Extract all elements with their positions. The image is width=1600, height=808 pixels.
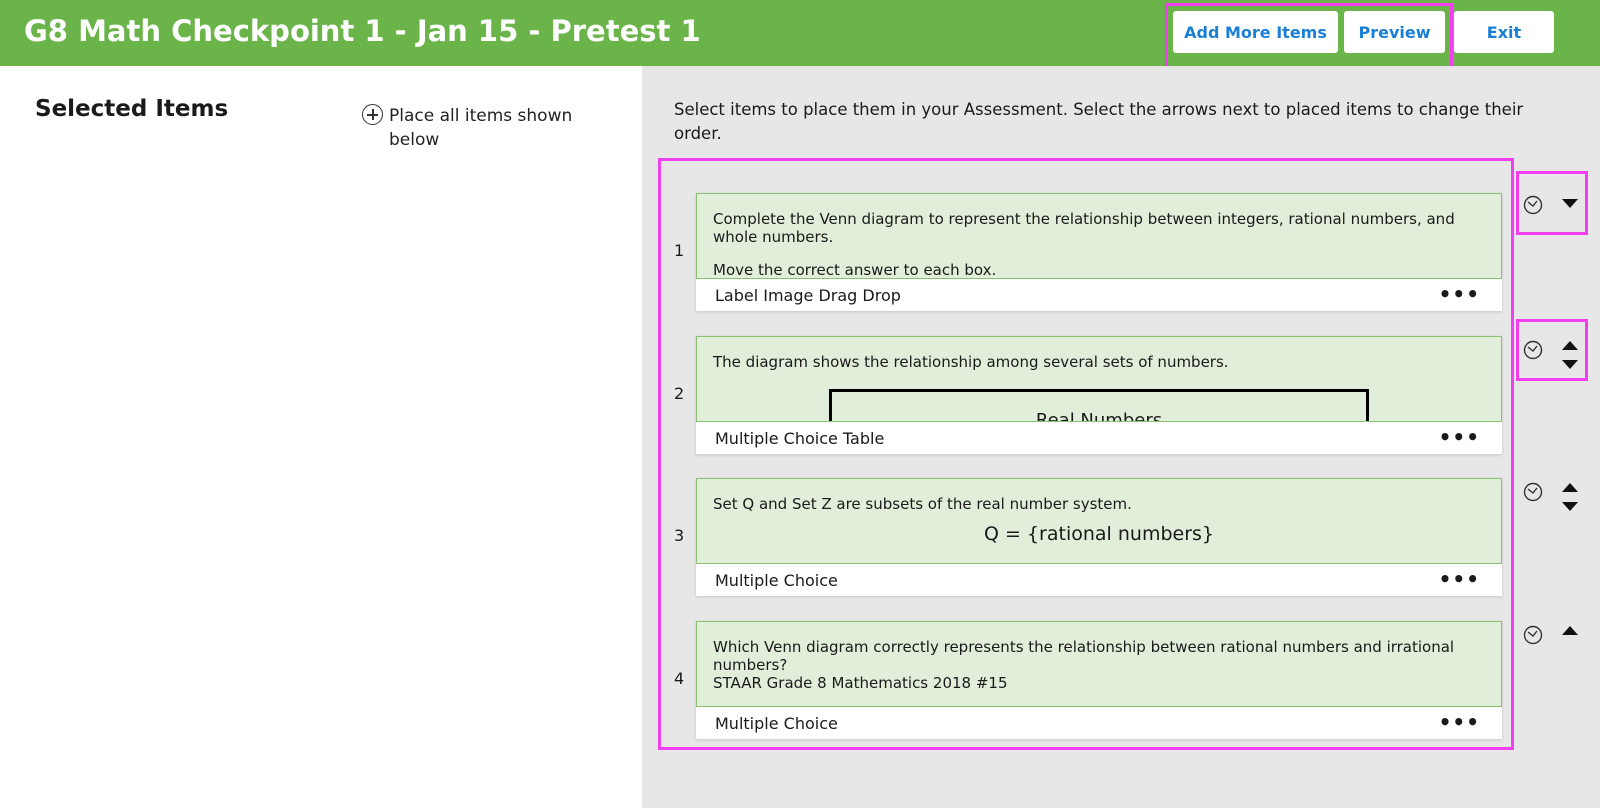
item-card-2[interactable]: The diagram shows the relationship among… — [696, 336, 1502, 454]
item-preview[interactable]: Complete the Venn diagram to represent t… — [696, 193, 1502, 279]
place-all-items-button[interactable]: Place all items shown below — [362, 104, 579, 152]
timer-icon[interactable] — [1522, 194, 1544, 216]
timer-icon[interactable] — [1522, 481, 1544, 503]
item-source-text: STAAR Grade 8 Mathematics 2018 #15 — [713, 674, 1008, 692]
item-question-text: Complete the Venn diagram to represent t… — [713, 210, 1455, 246]
plus-circle-icon — [362, 104, 383, 125]
item-question-text: Set Q and Set Z are subsets of the real … — [713, 495, 1132, 513]
more-options-icon[interactable]: ••• — [1438, 567, 1480, 591]
item-controls-highlight — [1516, 319, 1588, 381]
item-type-label: Label Image Drag Drop — [715, 285, 901, 305]
item-type-label: Multiple Choice — [715, 713, 838, 733]
header-bar: G8 Math Checkpoint 1 - Jan 15 - Pretest … — [0, 0, 1600, 69]
item-card-3[interactable]: Set Q and Set Z are subsets of the real … — [696, 478, 1502, 596]
move-down-arrow-icon[interactable] — [1562, 360, 1578, 369]
item-preview[interactable]: The diagram shows the relationship among… — [696, 336, 1502, 422]
move-down-arrow-icon[interactable] — [1562, 502, 1578, 511]
item-type-label: Multiple Choice Table — [715, 428, 885, 448]
move-up-arrow-icon[interactable] — [1562, 483, 1578, 492]
item-question-text: Move the correct answer to each box. — [713, 261, 997, 279]
item-preview[interactable]: Which Venn diagram correctly represents … — [696, 621, 1502, 707]
item-number: 4 — [674, 669, 685, 688]
item-card-4[interactable]: Which Venn diagram correctly represents … — [696, 621, 1502, 739]
item-controls — [1522, 338, 1588, 378]
timer-icon[interactable] — [1522, 339, 1544, 361]
item-controls — [1522, 193, 1588, 233]
item-type-label: Multiple Choice — [715, 570, 838, 590]
selected-items-panel: Selected Items Place all items shown bel… — [0, 66, 642, 808]
item-card-1[interactable]: Complete the Venn diagram to represent t… — [696, 193, 1502, 311]
item-question-text: Which Venn diagram correctly represents … — [713, 638, 1455, 674]
exit-button[interactable]: Exit — [1454, 11, 1554, 53]
items-list-highlight — [658, 158, 1514, 750]
move-up-arrow-icon[interactable] — [1562, 341, 1578, 350]
item-preview[interactable]: Set Q and Set Z are subsets of the real … — [696, 478, 1502, 564]
assessment-title: G8 Math Checkpoint 1 - Jan 15 - Pretest … — [24, 14, 701, 48]
more-options-icon[interactable]: ••• — [1438, 282, 1480, 306]
item-number: 3 — [674, 526, 685, 545]
item-question-text: The diagram shows the relationship among… — [713, 353, 1229, 371]
item-footer: Multiple Choice ••• — [696, 707, 1502, 739]
item-number: 2 — [674, 384, 685, 403]
more-options-icon[interactable]: ••• — [1438, 710, 1480, 734]
item-controls — [1522, 480, 1588, 520]
selected-items-title: Selected Items — [35, 96, 229, 122]
item-controls-highlight — [1516, 171, 1588, 235]
item-footer: Multiple Choice Table ••• — [696, 422, 1502, 454]
item-math-expression: Q = {rational numbers} — [984, 523, 1214, 545]
item-number: 1 — [674, 241, 685, 260]
add-more-items-button[interactable]: Add More Items — [1173, 11, 1338, 53]
real-numbers-diagram: Real Numbers — [829, 389, 1369, 422]
more-options-icon[interactable]: ••• — [1438, 425, 1480, 449]
diagram-label: Real Numbers — [1035, 410, 1163, 422]
timer-icon[interactable] — [1522, 624, 1544, 646]
item-footer: Label Image Drag Drop ••• — [696, 279, 1502, 311]
item-footer: Multiple Choice ••• — [696, 564, 1502, 596]
instructions-text: Select items to place them in your Asses… — [674, 100, 1524, 143]
place-all-items-label: Place all items shown below — [389, 106, 573, 150]
move-up-arrow-icon[interactable] — [1562, 626, 1578, 635]
move-down-arrow-icon[interactable] — [1562, 199, 1578, 208]
preview-button[interactable]: Preview — [1344, 11, 1445, 53]
item-controls — [1522, 623, 1588, 663]
